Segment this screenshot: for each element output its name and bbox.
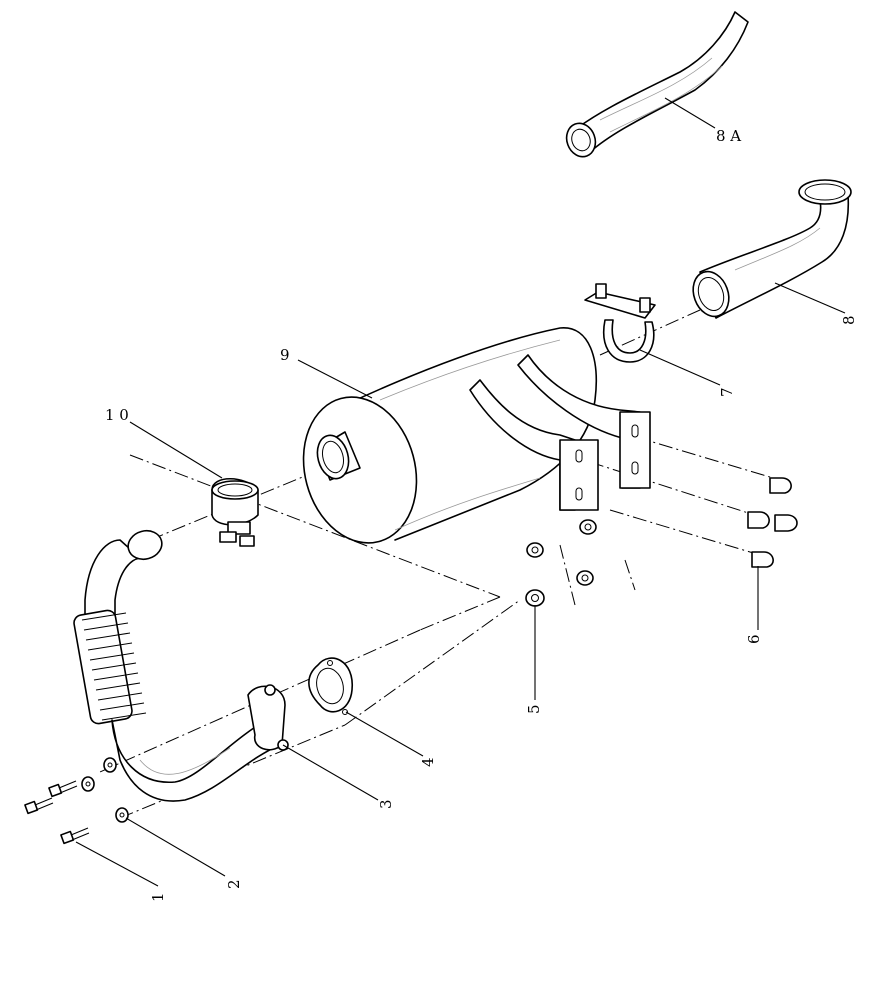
pipe-8	[692, 179, 852, 319]
callouts: 1 2 3 4 5 6 7 8 8 A 9 1 0	[105, 127, 858, 902]
callout-3: 3	[377, 799, 395, 809]
callout-9: 9	[280, 346, 290, 364]
leader-lines	[75, 97, 846, 887]
nuts-5	[525, 519, 597, 607]
clamp-10	[211, 478, 259, 547]
bellows	[73, 609, 147, 725]
callout-8: 8	[840, 315, 858, 325]
bolts-1	[24, 780, 90, 845]
callout-8a: 8 A	[716, 127, 741, 145]
flange-3	[247, 684, 289, 751]
callout-7: 7	[718, 387, 736, 397]
bolt	[48, 780, 78, 798]
bolts-6	[747, 477, 798, 568]
bolt	[60, 827, 90, 845]
pipe-8a	[565, 11, 749, 158]
washers-2	[81, 757, 129, 823]
bolt	[24, 797, 54, 815]
callout-5: 5	[525, 704, 543, 714]
clamp-7	[584, 283, 656, 363]
callout-4: 4	[419, 757, 437, 767]
callout-6: 6	[745, 634, 763, 644]
gasket-4	[308, 657, 353, 715]
callout-10: 1 0	[105, 406, 129, 424]
muffler-9	[302, 327, 651, 544]
callout-2: 2	[225, 879, 243, 889]
callout-1: 1	[149, 892, 167, 902]
